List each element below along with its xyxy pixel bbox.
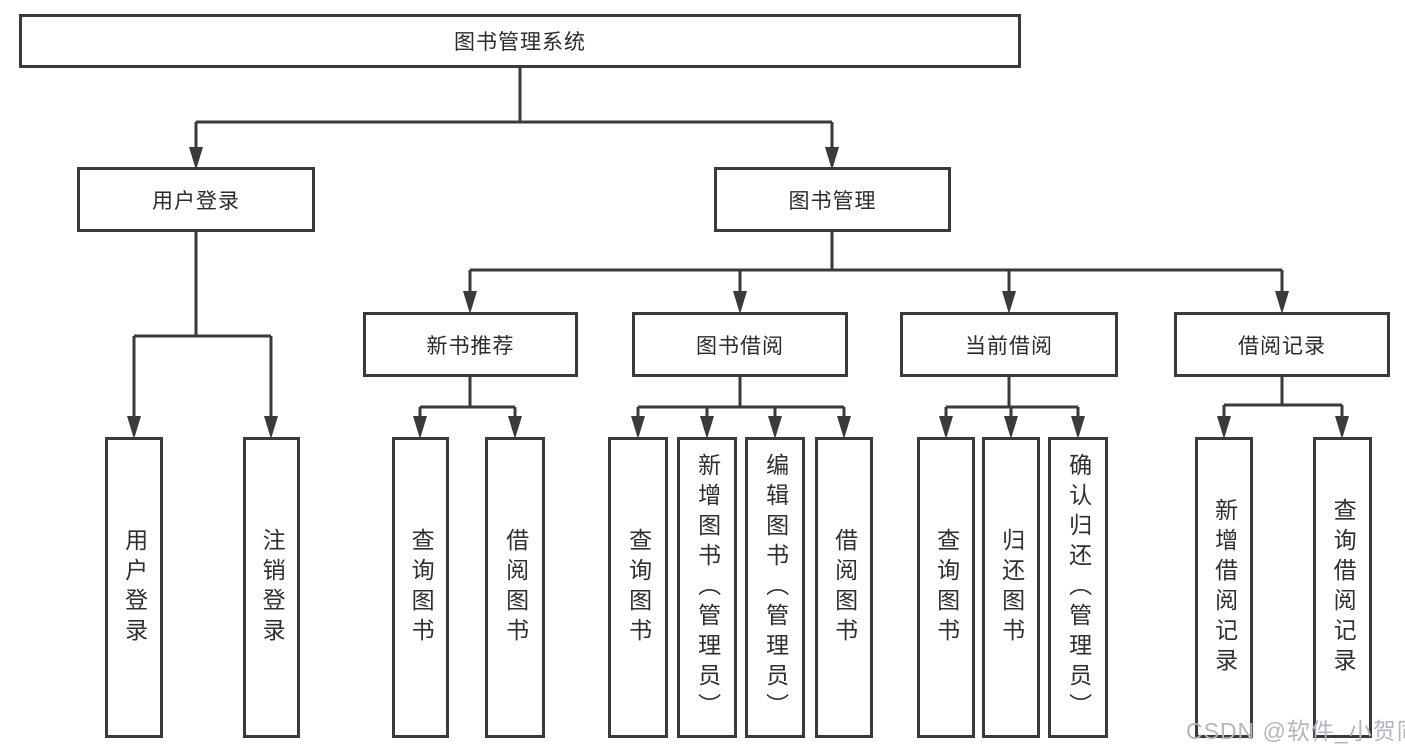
node-root: 图书管理系统 (19, 14, 1021, 68)
node-leaf-user-login: 用户登录 (105, 437, 163, 738)
leaf-label: 归还图书 (998, 527, 1025, 648)
leaf-label: 借阅图书 (831, 527, 858, 648)
leaf-label: 新增借阅记录 (1211, 497, 1238, 678)
leaf-label: 借阅图书 (502, 527, 529, 648)
leaf-label: 确认归还（管理员） (1065, 452, 1092, 723)
node-book-mgmt: 图书管理 (714, 167, 951, 232)
connector-root (194, 68, 834, 152)
node-leaf-borrow-books-2: 借阅图书 (815, 437, 873, 738)
node-current-borrow: 当前借阅 (900, 312, 1118, 377)
leaf-label: 查询图书 (933, 527, 960, 648)
node-book-borrow: 图书借阅 (632, 312, 848, 377)
leaf-label: 注销登录 (259, 527, 286, 648)
leaf-label: 编辑图书（管理员） (762, 452, 789, 723)
node-leaf-query-books-2: 查询图书 (608, 437, 668, 738)
connector-borrow-records (1222, 377, 1344, 420)
node-borrow-records: 借阅记录 (1174, 312, 1390, 377)
node-user-login: 用户登录 (77, 167, 315, 232)
node-leaf-edit-book-admin: 编辑图书（管理员） (745, 437, 805, 738)
connector-current-borrow (944, 377, 1080, 420)
connector-user-login (132, 232, 273, 420)
node-leaf-add-book-admin: 新增图书（管理员） (677, 437, 737, 738)
leaf-label: 查询图书 (408, 527, 435, 648)
node-new-book-recommend: 新书推荐 (363, 312, 578, 377)
connector-book-mgmt (468, 232, 1284, 296)
leaf-label: 查询借阅记录 (1330, 497, 1357, 678)
node-leaf-add-borrow-record: 新增借阅记录 (1195, 437, 1253, 738)
leaf-label: 查询图书 (625, 527, 652, 648)
connector-new-books (418, 377, 517, 420)
leaf-label: 用户登录 (121, 527, 148, 648)
node-leaf-query-books-3: 查询图书 (917, 437, 975, 738)
connector-book-borrow (636, 377, 846, 420)
node-leaf-return-book: 归还图书 (982, 437, 1040, 738)
node-leaf-query-books-1: 查询图书 (392, 437, 449, 738)
arrowhead-icons (127, 147, 1349, 439)
node-leaf-query-borrow-record: 查询借阅记录 (1313, 437, 1372, 738)
node-leaf-logout: 注销登录 (243, 437, 300, 738)
csdn-watermark: CSDN @软件_小贺同学 (1186, 718, 1405, 744)
node-leaf-borrow-books-1: 借阅图书 (485, 437, 545, 738)
leaf-label: 新增图书（管理员） (694, 452, 721, 723)
node-leaf-confirm-return-admin: 确认归还（管理员） (1048, 437, 1108, 738)
